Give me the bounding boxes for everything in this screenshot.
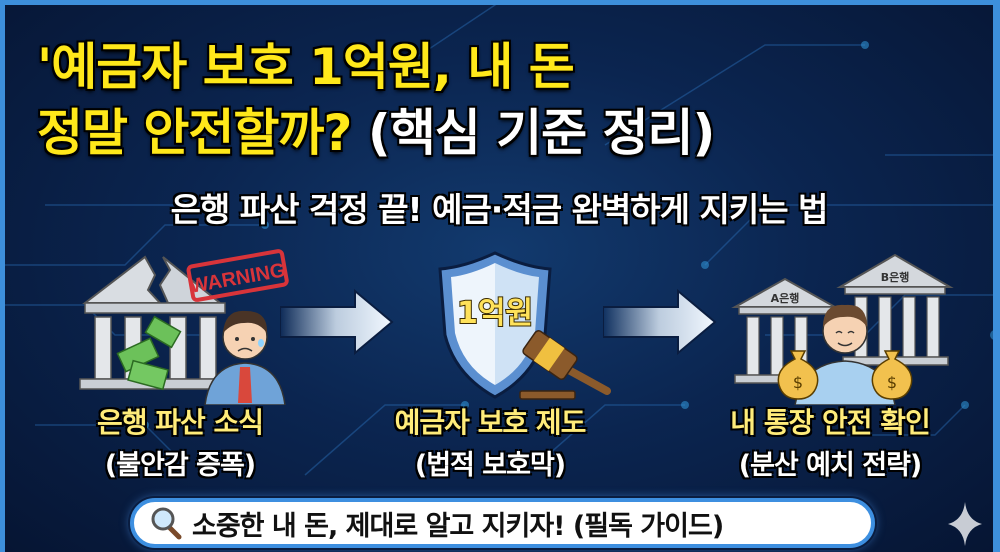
title-line-2: 정말 안전할까? (핵심 기준 정리) bbox=[37, 93, 716, 165]
svg-text:$: $ bbox=[793, 373, 803, 392]
magnifier-icon bbox=[151, 507, 182, 540]
cracked-bank-illustration: WARNING bbox=[79, 249, 289, 405]
svg-text:$: $ bbox=[887, 373, 897, 392]
title-question: 정말 안전할까? bbox=[37, 104, 352, 162]
svg-text:1억원: 1억원 bbox=[457, 296, 533, 331]
banner-text: 소중한 내 돈, 제대로 알고 지키자! (필독 가이드) bbox=[192, 510, 724, 542]
two-banks-illustration: B은행 A은행 $ bbox=[731, 253, 954, 405]
caption-title: 예금자 보호 제도 bbox=[394, 406, 587, 439]
shield-gavel-illustration: 1억원 bbox=[438, 251, 611, 400]
caption-subtitle: (법적 보호막) bbox=[414, 450, 566, 481]
svg-text:B은행: B은행 bbox=[881, 270, 910, 284]
title-bracket: (핵심 기준 정리) bbox=[367, 104, 716, 162]
gavel-icon bbox=[519, 330, 611, 400]
money-bag-left-icon: $ bbox=[777, 350, 819, 400]
caption-account-safety: 내 통장 안전 확인 (분산 예치 전략) bbox=[670, 401, 990, 482]
sparkle-icon bbox=[948, 502, 982, 546]
flying-money-icon bbox=[116, 315, 182, 391]
arrow-right-icon bbox=[603, 288, 717, 356]
arrow-right-icon bbox=[280, 288, 394, 356]
caption-deposit-protection: 예금자 보호 제도 (법적 보호막) bbox=[330, 401, 650, 482]
shield-icon: 1억원 bbox=[438, 251, 552, 399]
caption-title: 내 통장 안전 확인 bbox=[730, 406, 931, 439]
svg-text:A은행: A은행 bbox=[771, 291, 800, 305]
thumbnail-canvas: '예금자 보호 1억원, 내 돈 정말 안전할까? (핵심 기준 정리) 은행 … bbox=[5, 5, 993, 552]
caption-subtitle: (분산 예치 전략) bbox=[738, 450, 923, 481]
caption-bank-bankruptcy: 은행 파산 소식 (불안감 증폭) bbox=[20, 401, 340, 482]
warning-stamp: WARNING bbox=[186, 249, 289, 302]
title-line-1: '예금자 보호 1억원, 내 돈 bbox=[37, 38, 575, 96]
caption-title: 은행 파산 소식 bbox=[96, 406, 264, 439]
subtitle: 은행 파산 걱정 끝! 예금·적금 완벽하게 지키는 법 bbox=[170, 190, 829, 229]
guide-banner: 소중한 내 돈, 제대로 알고 지키자! (필독 가이드) bbox=[130, 498, 875, 548]
money-bag-right-icon: $ bbox=[871, 350, 913, 400]
caption-subtitle: (불안감 증폭) bbox=[104, 450, 256, 481]
worried-man-avatar bbox=[204, 310, 286, 405]
